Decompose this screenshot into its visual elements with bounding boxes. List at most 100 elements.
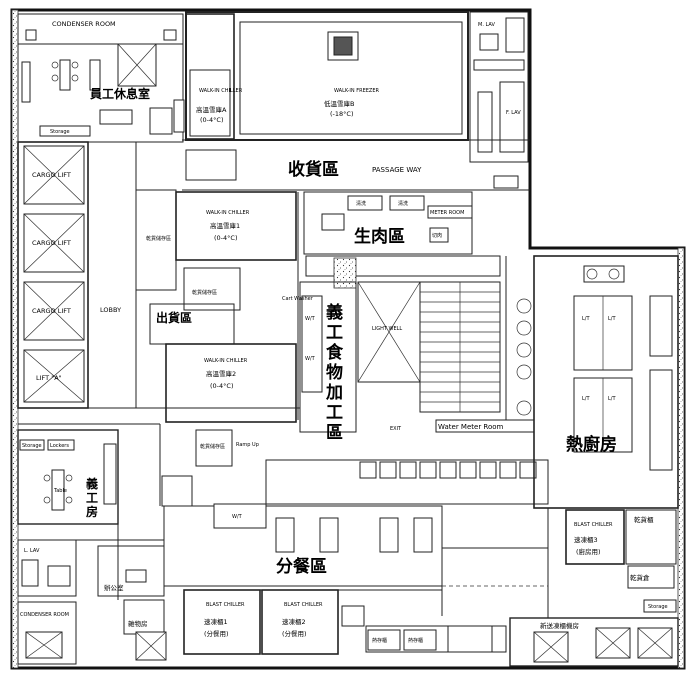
passage-way-label: PASSAGE WAY — [372, 166, 422, 174]
blast-chiller-2-use: (分餐用) — [282, 629, 307, 638]
dry-store-2: 乾貨儲存區 — [183, 267, 241, 311]
dry-store-1-label: 乾貨儲存區 — [146, 235, 171, 242]
blast-chiller-2-zh: 速凍櫃2 — [282, 617, 306, 626]
light-well: LIGHT WELL — [305, 255, 501, 413]
storage-label-volunteer: Storage — [22, 443, 42, 449]
walkin-chiller-1-zh: 高溫雪庫1 — [210, 221, 240, 230]
lt-label-2: L/T — [608, 316, 616, 322]
processing-counter — [265, 459, 549, 505]
blast-chiller-2: BLAST CHILLER 速凍櫃2 (分餐用) — [261, 589, 339, 655]
walkin-chiller-a-zh: 高溫雪庫A — [196, 105, 227, 114]
cargo-lift-1-label: CARGO LIFT — [32, 171, 71, 179]
blast-chiller-1-zh: 速凍櫃1 — [204, 617, 228, 626]
cutting-label: 切肉 — [432, 232, 442, 239]
condenser-room-bottom-label: CONDENSER ROOM — [20, 612, 69, 618]
wash-label-2: 清洗 — [398, 200, 408, 207]
dry-store-2-label: 乾貨儲存區 — [192, 289, 217, 296]
light-well-label: LIGHT WELL — [372, 326, 402, 332]
dry-store-1: 乾貨儲存區 — [135, 189, 177, 291]
misc-room-label: 雜物房 — [128, 619, 148, 628]
dry-goods-cabinet-label: 乾貨櫃 — [634, 515, 654, 524]
exit-label: EXIT — [390, 426, 402, 432]
cargo-lift-2-label: CARGO LIFT — [32, 239, 71, 247]
walkin-chiller-2: WALK-IN CHILLER 高溫雪庫2 (0-4°C) — [165, 343, 297, 423]
volunteer-room: Storage Lockers Table 義工房 — [17, 429, 119, 525]
lt-label-1: L/T — [582, 316, 590, 322]
office: 辦公室 — [97, 545, 165, 597]
walkin-chiller-a: WALK-IN CHILLER 高溫雪庫A (0-4°C) — [173, 13, 243, 140]
l-lav-label: L. LAV — [24, 548, 40, 554]
meat-area-label: 生肉區 — [354, 226, 405, 247]
blast-chiller-1: BLAST CHILLER 速凍櫃1 (分餐用) — [183, 589, 261, 655]
walkin-freezer-temp: (-18°C) — [330, 110, 353, 118]
hot-kitchen: L/T L/T L/T L/T 熱廚房 — [516, 255, 679, 509]
dry-store-3: 乾貨儲存區 Ramp Up — [161, 429, 259, 507]
volunteer-food-processing-label: 義工食物加工區 — [325, 302, 344, 443]
hot-kitchen-label: 熱廚房 — [566, 434, 617, 455]
walkin-chiller-2-temp: (0-4°C) — [210, 382, 233, 390]
staff-lounge: Storage 員工休息室 — [17, 43, 184, 143]
f-lav-label: F. LAV — [506, 110, 521, 116]
meat-area: 生肉區 清洗 清洗 METER ROOM 切肉 — [303, 191, 473, 255]
wt-label-1: W/T — [305, 316, 316, 322]
blast-chiller-3: BLAST CHILLER 速凍櫃3 (廚房用) — [565, 509, 625, 565]
cargo-lifts: CARGO LIFT CARGO LIFT CARGO LIFT LIFT "A… — [17, 141, 89, 409]
cargo-lift-3: CARGO LIFT — [23, 281, 85, 341]
volunteer-food-processing: W/T W/T 義工食物加工區 Cart Washer — [282, 281, 357, 443]
walkin-chiller-2-zh: 高溫雪庫2 — [206, 369, 236, 378]
new-refrigerator-room-label: 新送凍櫃機房 — [540, 621, 579, 630]
condenser-room-top-label: CONDENSER ROOM — [52, 20, 116, 28]
dispatch-label: 出貨區 — [156, 310, 192, 325]
cargo-lift-3-label: CARGO LIFT — [32, 307, 71, 315]
lt-label-4: L/T — [608, 396, 616, 402]
walkin-freezer-b: WALK-IN FREEZER 低溫雪庫B (-18°C) — [185, 11, 469, 141]
portioning-area: W/T 分餐區 — [163, 503, 443, 587]
walkin-chiller-a-en: WALK-IN CHILLER — [199, 88, 243, 94]
receiving-label: 收貨區 — [288, 159, 339, 180]
hot-cabinets: 熱存櫃 熱存櫃 — [341, 605, 507, 653]
new-refrigerator-room: 新送凍櫃機房 — [509, 617, 679, 667]
walkin-chiller-1-temp: (0-4°C) — [214, 234, 237, 242]
walkin-chiller-2-en: WALK-IN CHILLER — [204, 358, 248, 364]
blast-chiller-2-en: BLAST CHILLER — [284, 602, 323, 608]
interior-dividers — [18, 142, 549, 618]
meter-room-label: METER ROOM — [430, 210, 464, 216]
lobby-label: LOBBY — [100, 306, 121, 314]
dry-store-3-label: 乾貨儲存區 — [200, 443, 225, 450]
lt-label-3: L/T — [582, 396, 590, 402]
table-label: Table — [53, 488, 67, 494]
office-label: 辦公室 — [104, 583, 124, 592]
m-lav-label: M. LAV — [478, 22, 495, 28]
storage-label-lounge: Storage — [50, 129, 70, 135]
receiving-area: 收貨區 PASSAGE WAY — [182, 139, 530, 191]
water-meter-room: Water Meter Room EXIT — [390, 419, 535, 433]
staff-lounge-label: 員工休息室 — [89, 86, 150, 101]
storage-label-kitchen: Storage — [648, 604, 668, 610]
wt-label-portion: W/T — [232, 514, 243, 520]
lift-a: LIFT "A" — [23, 349, 85, 403]
dry-goods-cabinet-2-label: 乾貨倉 — [630, 573, 650, 582]
ramp-up-label: Ramp Up — [236, 442, 259, 448]
hot-cabinet-label-2: 熱存櫃 — [408, 637, 423, 644]
walkin-freezer-en: WALK-IN FREEZER — [334, 88, 379, 94]
lobby: LOBBY — [87, 141, 137, 409]
misc-room: 雜物房 — [123, 599, 165, 635]
blast-chiller-1-use: (分餐用) — [204, 629, 229, 638]
walkin-chiller-a-temp: (0-4°C) — [200, 116, 223, 124]
condenser-room-bottom: CONDENSER ROOM — [17, 601, 77, 665]
dry-goods-cabinet: 乾貨櫃 乾貨倉 Storage — [625, 509, 677, 613]
walkin-chiller-1-en: WALK-IN CHILLER — [206, 210, 250, 216]
walkin-chiller-1: WALK-IN CHILLER 高溫雪庫1 (0-4°C) — [175, 191, 297, 261]
volunteer-room-label: 義工房 — [86, 476, 98, 519]
blast-chiller-3-use: (廚房用) — [576, 547, 601, 556]
stairs — [419, 281, 501, 413]
l-lav: L. LAV — [17, 539, 77, 597]
blast-chiller-3-zh: 速凍櫃3 — [574, 535, 598, 544]
portioning-area-label: 分餐區 — [276, 556, 327, 577]
lockers-label: Lockers — [50, 443, 69, 449]
walkin-freezer-zh: 低溫雪庫B — [324, 99, 354, 108]
blast-chiller-3-en: BLAST CHILLER — [574, 522, 613, 528]
lift-a-label: LIFT "A" — [36, 374, 62, 382]
wt-label-2: W/T — [305, 356, 316, 362]
